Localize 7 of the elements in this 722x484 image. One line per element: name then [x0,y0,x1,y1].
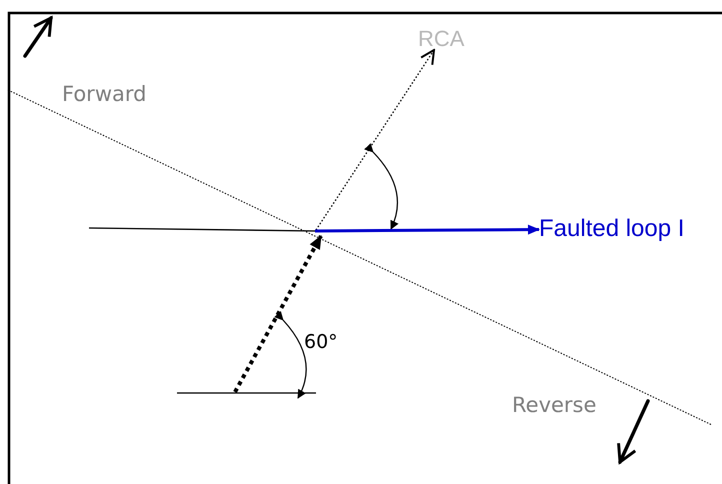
phasor-arrow [315,49,436,230]
angle-label: 60° [304,333,338,352]
phasor-label: Faulted loop I [539,217,684,241]
direction-label: Forward [62,84,146,105]
phasor-label: RCA [418,28,464,50]
direction-label: Reverse [512,395,596,416]
phasor-arrow [315,224,540,235]
